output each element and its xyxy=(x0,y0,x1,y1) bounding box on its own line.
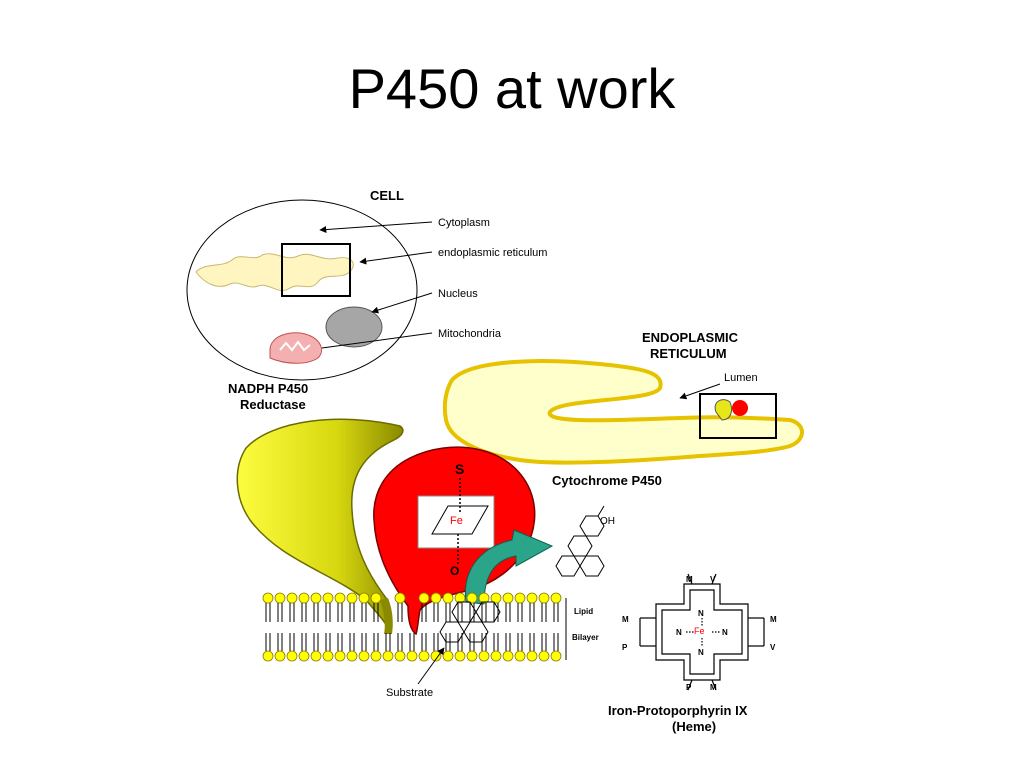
substrate-molecule xyxy=(439,601,501,643)
lipid-head xyxy=(286,592,298,604)
reductase-label-line1: NADPH P450 xyxy=(228,381,308,396)
lipid-head xyxy=(550,650,562,662)
lipid-head xyxy=(274,592,286,604)
heme-v-right: V xyxy=(770,643,776,652)
cytochrome-o-label: O xyxy=(450,564,459,578)
er-panel: ENDOPLASMIC RETICULUM Lumen xyxy=(442,330,804,465)
lipid-head xyxy=(490,650,502,662)
lipid-head xyxy=(394,592,406,604)
lipid-head xyxy=(538,592,550,604)
lipid-head xyxy=(430,592,442,604)
lipid-head xyxy=(442,650,454,662)
lipid-head xyxy=(454,592,466,604)
heme-title-line2: (Heme) xyxy=(672,719,716,734)
lipid-head xyxy=(442,592,454,604)
lipid-head xyxy=(538,650,550,662)
lipid-head xyxy=(262,650,274,662)
lipid-head xyxy=(274,650,286,662)
product-oh-label: OH xyxy=(600,516,615,527)
label-substrate: Substrate xyxy=(386,687,433,699)
heme-n-right: N xyxy=(722,628,728,637)
heme-v-top: V xyxy=(710,575,716,584)
heme-m-top: M xyxy=(686,575,693,584)
lipid-head xyxy=(478,650,490,662)
lipid-head xyxy=(514,592,526,604)
lipid-head xyxy=(370,650,382,662)
lipid-head xyxy=(490,592,502,604)
label-endoplasmic-reticulum: endoplasmic reticulum xyxy=(438,247,547,259)
label-cytoplasm: Cytoplasm xyxy=(438,217,490,229)
heme-n-top: N xyxy=(698,609,704,618)
cell-er-zoom-box xyxy=(281,243,351,297)
lipid-head xyxy=(454,650,466,662)
cytochrome-fe-label: Fe xyxy=(450,515,463,527)
heme-fe-label: Fe xyxy=(694,626,705,636)
cell-membrane xyxy=(186,199,418,381)
lipid-head xyxy=(310,650,322,662)
lipid-head xyxy=(406,650,418,662)
lipid-head xyxy=(334,592,346,604)
lipid-head xyxy=(310,592,322,604)
label-lumen: Lumen xyxy=(724,372,758,384)
lipid-head xyxy=(502,650,514,662)
lipid-head xyxy=(526,592,538,604)
heme-p-bottom: P xyxy=(686,683,692,692)
er-zoom-box xyxy=(699,393,777,439)
cytochrome-s-label: S xyxy=(455,461,464,477)
cell-title: CELL xyxy=(370,188,404,203)
lipid-head xyxy=(322,592,334,604)
lipid-head xyxy=(322,650,334,662)
lipid-head xyxy=(382,650,394,662)
lipid-head xyxy=(526,650,538,662)
heme-n-bottom: N xyxy=(698,648,704,657)
lipid-head xyxy=(394,650,406,662)
nucleus-shape xyxy=(325,306,383,348)
heme-m-bottom: M xyxy=(710,683,717,692)
mitochondria-shape xyxy=(269,332,322,364)
lipid-head xyxy=(502,592,514,604)
er-title-line2: RETICULUM xyxy=(650,346,727,361)
lipid-head xyxy=(346,650,358,662)
lipid-head xyxy=(298,650,310,662)
label-mitochondria: Mitochondria xyxy=(438,328,502,340)
lipid-head xyxy=(418,592,430,604)
nadph-reductase-shape xyxy=(236,418,404,630)
lipid-head xyxy=(286,650,298,662)
heme-window xyxy=(417,495,495,549)
lipid-head xyxy=(478,592,490,604)
lipid-head xyxy=(370,592,382,604)
lipid-head xyxy=(358,592,370,604)
label-bilayer: Bilayer xyxy=(572,633,599,642)
lipid-head xyxy=(466,592,478,604)
lipid-head xyxy=(550,592,562,604)
lipid-head xyxy=(298,592,310,604)
product-molecule xyxy=(555,505,605,577)
cell-group: CELL Cytoplasm endoplasmic reticulum Nuc… xyxy=(186,188,547,381)
er-title-line1: ENDOPLASMIC xyxy=(642,330,739,345)
heme-title-line1: Iron-Protoporphyrin IX xyxy=(608,703,748,718)
lipid-head xyxy=(262,592,274,604)
heme-m-left: M xyxy=(622,615,629,624)
cytochrome-p450-label: Cytochrome P450 xyxy=(552,473,662,488)
lipid-head xyxy=(418,650,430,662)
lipid-head xyxy=(514,650,526,662)
heme-p-left: P xyxy=(622,643,628,652)
reductase-label-line2: Reductase xyxy=(240,397,306,412)
label-nucleus: Nucleus xyxy=(438,288,478,300)
lipid-head xyxy=(346,592,358,604)
lipid-head xyxy=(466,650,478,662)
heme-m-right: M xyxy=(770,615,777,624)
cell-er-shape xyxy=(195,253,354,291)
reaction-arrow xyxy=(464,529,554,605)
heme-structure xyxy=(639,573,765,691)
lipid-head xyxy=(358,650,370,662)
er-p450-marker xyxy=(732,400,748,416)
slide-title: P450 at work xyxy=(348,57,676,120)
label-lipid: Lipid xyxy=(574,607,593,616)
lipid-bilayer xyxy=(262,592,562,662)
lipid-head xyxy=(334,650,346,662)
heme-n-left: N xyxy=(676,628,682,637)
